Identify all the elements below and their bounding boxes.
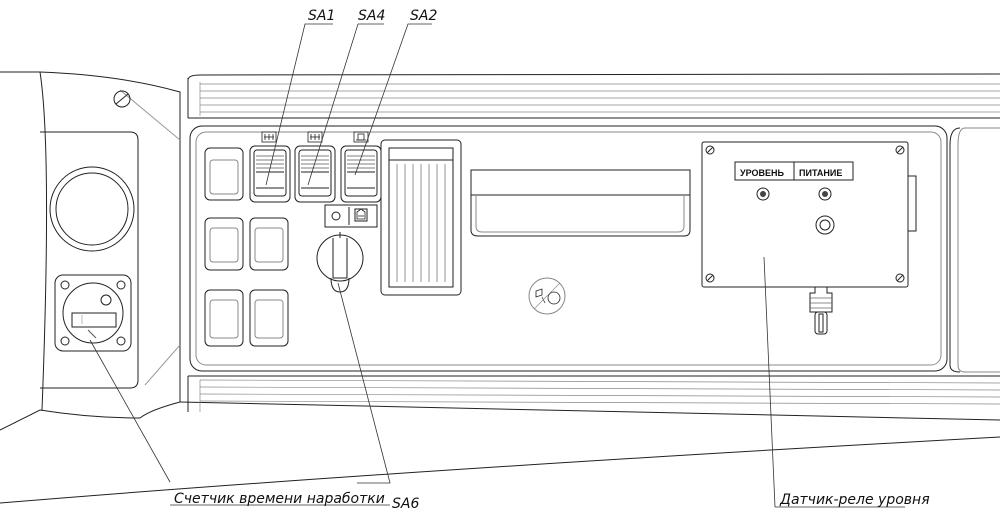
- beacon-switch-plate: [324, 204, 378, 228]
- switch-symbol-icon: [261, 131, 277, 143]
- switch-symbol-icon: [307, 131, 323, 143]
- rocker-switch-sa4[interactable]: [294, 145, 336, 203]
- sa4-label: SA4: [358, 8, 385, 24]
- level-label: УРОВЕНЬ: [740, 168, 784, 178]
- rocker-switch-sa1[interactable]: [249, 145, 291, 203]
- sa2-label: SA2: [410, 8, 437, 24]
- screw: [113, 90, 131, 108]
- lamp-icon: [528, 277, 566, 315]
- round-gauge-icon: [49, 166, 135, 252]
- level-relay-button[interactable]: [815, 215, 835, 235]
- ribbed-cover: [380, 139, 462, 296]
- level-relay-box: [701, 141, 917, 335]
- rotary-switch-sa6[interactable]: [316, 232, 364, 293]
- switch-symbol-icon: [353, 131, 369, 143]
- power-label: ПИТАНИЕ: [799, 168, 842, 178]
- sa1-label: SA1: [308, 8, 335, 24]
- rocker-switch-sa2[interactable]: [340, 145, 382, 203]
- bottom-ribbed-strip: [187, 375, 1000, 412]
- power-indicator-led: [818, 187, 832, 201]
- hour-meter: [54, 274, 132, 352]
- dashboard-outline: [0, 71, 1000, 504]
- sa6-label: SA6: [392, 496, 419, 512]
- grip-handle: [470, 169, 691, 237]
- top-ribbed-strip: [187, 73, 1000, 119]
- level-relay-label: Датчик-реле уровня: [779, 492, 930, 508]
- left-inset-panel: [40, 131, 139, 389]
- level-indicator-led: [756, 187, 770, 201]
- hour-meter-label: Счетчик времени наработки: [174, 491, 385, 507]
- main-panel-frame: [189, 125, 1000, 373]
- leader-lines: [89, 23, 905, 508]
- blank-switch-block: [204, 147, 289, 347]
